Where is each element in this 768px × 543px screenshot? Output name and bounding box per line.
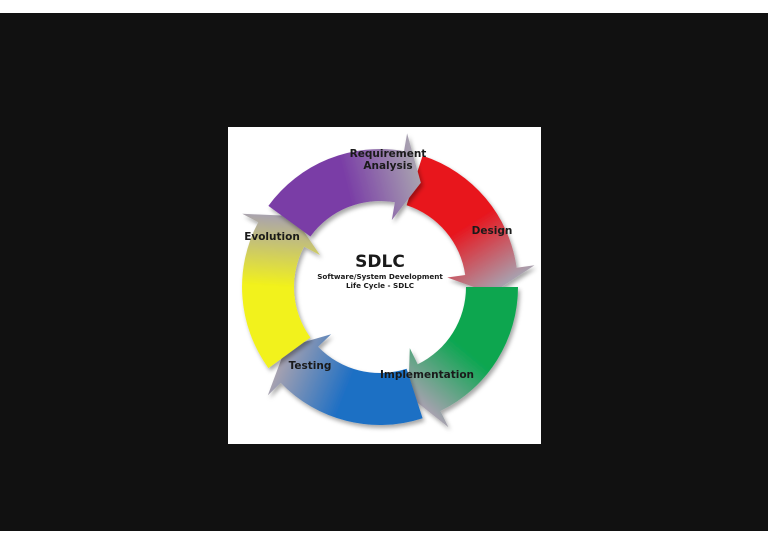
stage-arrow-testing: [242, 213, 320, 369]
stage-label-implementation: Implementation: [380, 369, 474, 381]
stage-label-design: Design: [472, 225, 513, 237]
stage-label-line: Implementation: [380, 369, 474, 381]
stage-arrow-evolution: [268, 133, 421, 237]
stage-arrow-requirement: [406, 155, 535, 294]
stage-label-line: Analysis: [363, 160, 412, 172]
stage-label-line: Testing: [289, 360, 332, 372]
diagram-subtitle-line1: Software/System Development: [317, 272, 443, 281]
diagram-title: SDLC: [355, 252, 405, 272]
stage-arrow-design: [408, 287, 518, 428]
cycle-arrows: [242, 133, 535, 428]
stage-arrow-implementation: [267, 334, 423, 425]
stage-label-line: Requirement: [350, 148, 427, 160]
stage-label-line: Evolution: [244, 231, 300, 243]
stage-label-line: Design: [472, 225, 513, 237]
stage-label-testing: Testing: [289, 360, 332, 372]
diagram-subtitle-line2: Life Cycle - SDLC: [346, 281, 414, 290]
stage-label-evolution: Evolution: [244, 231, 300, 243]
